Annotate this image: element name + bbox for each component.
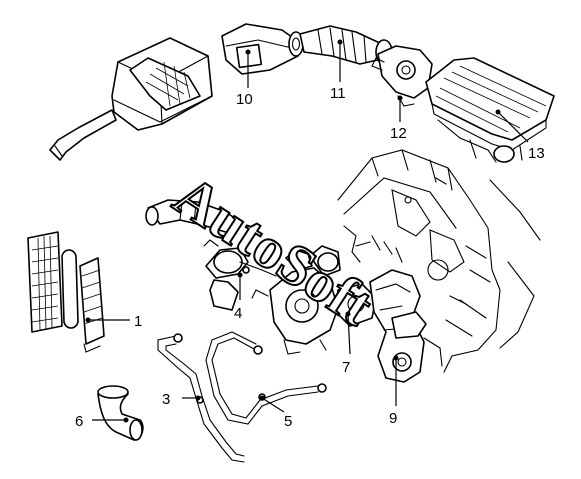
callout-10: 10 [236, 91, 253, 108]
callout-3: 3 [162, 391, 170, 408]
exhaust-manifold [369, 269, 427, 383]
callout-11: 11 [330, 85, 346, 102]
turbo-inlet-hose [145, 199, 241, 235]
callout-labels: 1 3 4 5 6 7 9 10 11 12 13 [75, 85, 545, 430]
callout-6: 6 [75, 413, 83, 430]
callout-7: 7 [342, 359, 350, 376]
wastegate-actuator [203, 239, 277, 311]
callout-1: 1 [134, 313, 142, 330]
elbow-hose [97, 385, 144, 441]
callout-leaders [85, 39, 529, 423]
air-filter-box [49, 37, 213, 161]
intake-plenum-cover [425, 57, 555, 163]
callout-5: 5 [284, 413, 292, 430]
engine-block [337, 149, 541, 373]
boost-pipe [157, 333, 245, 463]
vacuum-line [205, 331, 327, 425]
intercooler [27, 231, 105, 353]
callout-4: 4 [234, 305, 242, 322]
callout-13: 13 [528, 145, 545, 162]
turbocharger [251, 245, 377, 355]
air-flow-meter [221, 23, 304, 75]
callout-12: 12 [390, 125, 407, 142]
callout-9: 9 [389, 410, 397, 427]
